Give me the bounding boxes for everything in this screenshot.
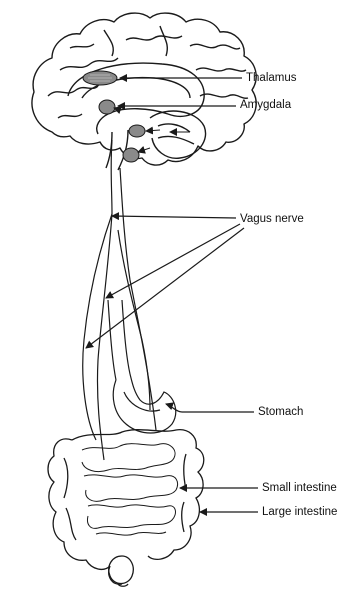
vagus-nerve-fibers <box>83 140 156 460</box>
brain <box>32 13 256 170</box>
cerebellum <box>150 111 206 158</box>
large-intestine-organ <box>48 430 204 587</box>
label-large-intestine: Large intestine <box>262 506 337 518</box>
label-stomach: Stomach <box>258 406 303 418</box>
structure-small-2 <box>123 148 139 162</box>
vagus-arrow-middle <box>106 224 240 298</box>
labels: Thalamus Amygdala Vagus nerve Stomach Sm… <box>240 72 337 518</box>
amygdala-structure <box>99 100 115 114</box>
structure-small-1 <box>129 125 145 137</box>
label-thalamus: Thalamus <box>246 72 297 84</box>
small-intestine-organ <box>82 444 178 535</box>
stomach-organ <box>108 300 176 433</box>
stomach-arrow <box>166 404 254 412</box>
brain-structures <box>83 71 145 162</box>
label-amygdala: Amygdala <box>240 99 292 111</box>
esophagus <box>108 300 116 380</box>
vagus-arrow-top <box>112 216 236 218</box>
brain-outline <box>32 13 256 165</box>
label-vagus-nerve: Vagus nerve <box>240 213 304 225</box>
label-small-intestine: Small intestine <box>262 482 337 494</box>
